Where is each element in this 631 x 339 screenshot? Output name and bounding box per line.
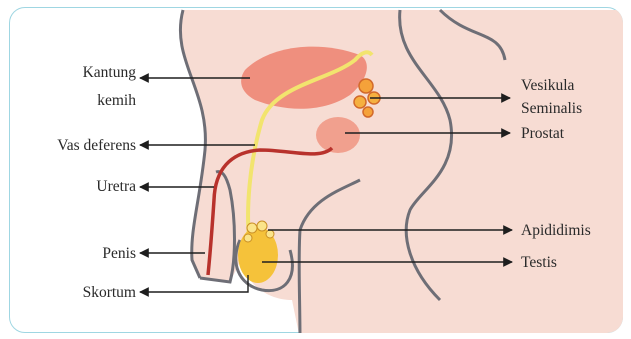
label-prostat: Prostat bbox=[521, 125, 564, 143]
label-penis: Penis bbox=[40, 245, 136, 263]
label-testis: Testis bbox=[521, 254, 557, 272]
label-vas-deferens: Vas deferens bbox=[10, 137, 136, 155]
label-vesikula-line1: Vesikula bbox=[521, 77, 574, 95]
label-vesikula-line2: Seminalis bbox=[521, 100, 582, 118]
prostate-shape bbox=[316, 117, 360, 153]
label-apididimis: Apididimis bbox=[521, 222, 591, 240]
label-kantung-kemih-line1: Kantung bbox=[40, 64, 136, 82]
label-skortum: Skortum bbox=[40, 284, 136, 302]
label-kantung-kemih-line2: kemih bbox=[40, 92, 136, 110]
label-uretra: Uretra bbox=[40, 178, 136, 196]
